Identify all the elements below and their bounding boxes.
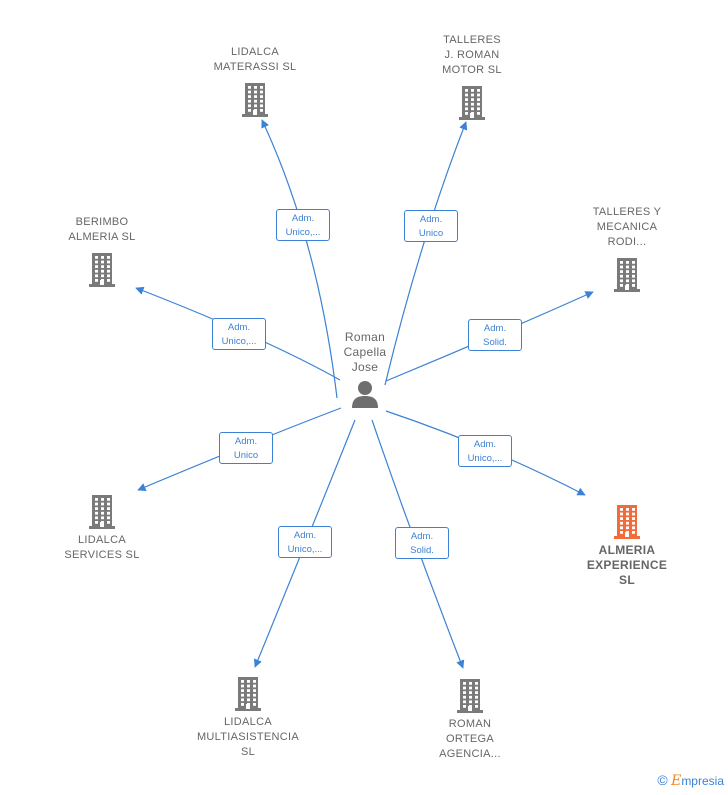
company-node-berimbo[interactable]: BERIMBO ALMERIA SL <box>50 215 154 287</box>
role-text: Unico,... <box>221 336 257 347</box>
role-text: Adm. <box>227 322 251 333</box>
role-text: Adm. <box>410 531 434 542</box>
company-name: TALLERES J. ROMAN MOTOR SL <box>442 34 502 76</box>
role-text: Adm. <box>293 530 317 541</box>
company-name: LIDALCA MULTIASISTENCIA SL <box>196 716 300 758</box>
company-name: ROMAN ORTEGA AGENCIA... <box>439 718 501 760</box>
building-icon <box>614 505 640 539</box>
role-text: Adm. <box>473 439 497 450</box>
role-label-lidalca-services[interactable]: Adm. Unico <box>219 432 273 464</box>
building-icon <box>459 86 485 120</box>
brand-name: mpresia <box>681 774 724 788</box>
company-name: ALMERIA EXPERIENCE SL <box>586 543 668 587</box>
role-label-lidalca-materassi[interactable]: Adm. Unico,... <box>276 209 330 241</box>
edge-lidalca-materassi <box>261 119 338 399</box>
company-node-talleres-mecanica[interactable]: TALLERES Y MECANICA RODI... <box>574 205 680 292</box>
building-icon <box>89 253 115 287</box>
building-icon <box>614 258 640 292</box>
role-text: Solid. <box>483 337 507 348</box>
role-text: Adm. <box>291 213 315 224</box>
role-text: Unico,... <box>287 544 323 555</box>
company-name: LIDALCA SERVICES SL <box>64 534 140 561</box>
company-name: BERIMBO ALMERIA SL <box>68 216 136 243</box>
company-name: TALLERES Y MECANICA RODI... <box>592 206 662 248</box>
building-icon <box>89 495 115 529</box>
company-node-lidalca-services[interactable]: LIDALCA SERVICES SL <box>50 493 154 563</box>
center-person[interactable]: Roman Capella Jose <box>332 330 398 409</box>
role-label-talleres-mecanica[interactable]: Adm. Solid. <box>468 319 522 351</box>
role-text: Unico <box>418 228 444 239</box>
role-text: Adm. <box>483 323 507 334</box>
building-icon <box>457 679 483 713</box>
building-icon <box>242 83 268 117</box>
company-node-talleres-j-roman[interactable]: TALLERES J. ROMAN MOTOR SL <box>420 33 524 120</box>
role-text: Unico,... <box>285 227 321 238</box>
role-text: Adm. <box>419 214 443 225</box>
role-text: Solid. <box>410 545 434 556</box>
role-label-berimbo[interactable]: Adm. Unico,... <box>212 318 266 350</box>
role-label-talleres-j-roman[interactable]: Adm. Unico <box>404 210 458 242</box>
edge-talleres-j-roman <box>384 121 468 386</box>
company-node-lidalca-multiasistencia[interactable]: LIDALCA MULTIASISTENCIA SL <box>186 675 310 760</box>
role-label-roman-ortega[interactable]: Adm. Solid. <box>395 527 449 559</box>
company-name: LIDALCA MATERASSI SL <box>213 46 297 73</box>
role-text: Adm. <box>234 436 258 447</box>
role-label-almeria-experience[interactable]: Adm. Unico,... <box>458 435 512 467</box>
person-icon <box>352 381 378 408</box>
copyright-symbol: © <box>657 772 668 788</box>
brand-logo: © Empresia <box>657 772 724 789</box>
role-label-lidalca-multiasistencia[interactable]: Adm. Unico,... <box>278 526 332 558</box>
role-text: Unico,... <box>467 453 503 464</box>
company-node-roman-ortega[interactable]: ROMAN ORTEGA AGENCIA... <box>420 677 520 762</box>
company-node-almeria-experience[interactable]: ALMERIA EXPERIENCE SL <box>574 503 680 588</box>
person-name: Roman Capella Jose <box>343 330 387 374</box>
company-node-lidalca-materassi[interactable]: LIDALCA MATERASSI SL <box>205 45 305 117</box>
brand-initial: E <box>671 773 682 789</box>
building-icon <box>235 677 261 711</box>
role-text: Unico <box>233 450 259 461</box>
